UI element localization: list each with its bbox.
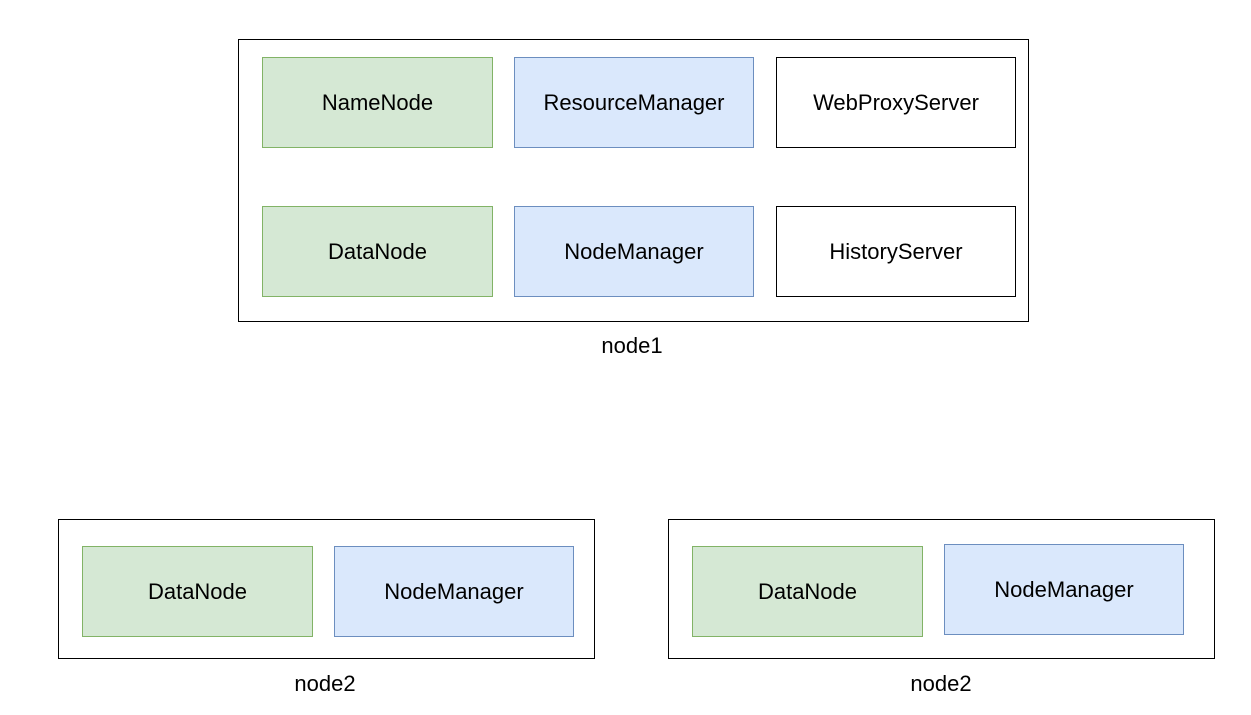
node1-namenode-box: NameNode [262, 57, 493, 148]
service-label: NameNode [321, 89, 434, 115]
node2-right-datanode-box: DataNode [692, 546, 923, 637]
node2-left-datanode-box: DataNode [82, 546, 313, 637]
node1-datanode-box: DataNode [262, 206, 493, 297]
node1-historyserver-box: HistoryServer [776, 206, 1016, 297]
service-label: DataNode [327, 238, 428, 264]
node1-webproxyserver-box: WebProxyServer [776, 57, 1016, 148]
service-label: NodeManager [384, 578, 524, 604]
node1-nodemanager-box: NodeManager [514, 206, 754, 297]
service-label: NodeManager [994, 576, 1134, 602]
service-label: DataNode [757, 578, 858, 604]
node2-right-label: node2 [910, 671, 972, 696]
node2-right-nodemanager-box: NodeManager [944, 544, 1184, 635]
node2-left-label: node2 [294, 671, 356, 696]
service-label: DataNode [147, 578, 248, 604]
service-label: NodeManager [564, 238, 704, 264]
service-label: ResourceManager [543, 89, 725, 115]
service-label: WebProxyServer [813, 89, 979, 115]
node1-resourcemanager-box: ResourceManager [514, 57, 754, 148]
node2-left-nodemanager-box: NodeManager [334, 546, 574, 637]
node1-label: node1 [601, 333, 663, 358]
service-label: HistoryServer [829, 238, 963, 264]
